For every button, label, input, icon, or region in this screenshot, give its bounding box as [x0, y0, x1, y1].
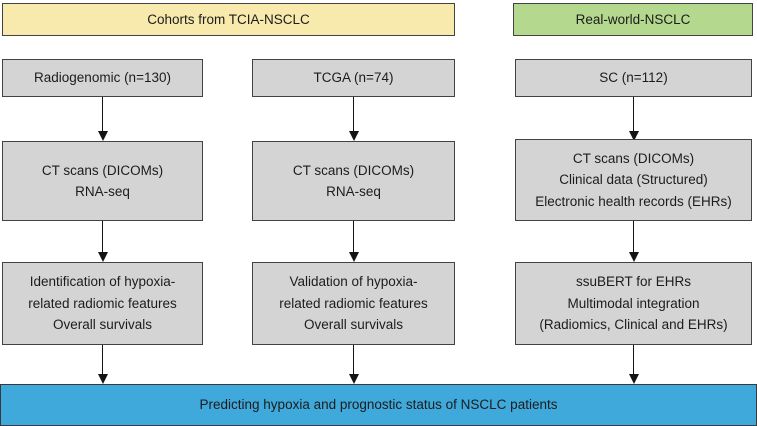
arrow-head [97, 374, 108, 384]
cohort-label: TCGA (n=74) [313, 70, 394, 86]
arrow-down-icon [628, 221, 639, 262]
header-real-world-nsclc: Real-world-NSCLC [513, 3, 753, 36]
analysis-line: related radiomic features [279, 295, 428, 311]
cohort-box-radiogenomic: Radiogenomic (n=130) [2, 59, 203, 97]
input-line: Clinical data (Structured) [559, 172, 708, 188]
arrow-shaft [353, 221, 355, 254]
cohort-label: SC (n=112) [599, 70, 668, 86]
arrow-down-icon [97, 345, 108, 384]
analysis-line: related radiomic features [28, 295, 177, 311]
arrow-shaft [633, 221, 635, 254]
arrow-down-icon [348, 345, 359, 384]
arrow-down-icon [628, 97, 639, 141]
arrow-head [348, 252, 359, 262]
inputs-box-tcga: CT scans (DICOMs) RNA-seq [252, 141, 455, 221]
arrow-head [628, 374, 639, 384]
inputs-box-radiogenomic: CT scans (DICOMs) RNA-seq [2, 141, 203, 221]
arrow-down-icon [348, 97, 359, 141]
arrow-shaft [353, 97, 355, 133]
arrow-down-icon [348, 221, 359, 262]
analysis-line: ssuBERT for EHRs [575, 274, 692, 290]
analysis-line: Identification of hypoxia- [29, 274, 176, 290]
analysis-box-tcga: Validation of hypoxia- related radiomic … [252, 262, 455, 345]
arrow-down-icon [97, 97, 108, 141]
analysis-line: (Radiomics, Clinical and EHRs) [539, 317, 728, 333]
analysis-box-radiogenomic: Identification of hypoxia- related radio… [2, 262, 203, 345]
analysis-box-sc: ssuBERT for EHRs Multimodal integration … [515, 262, 752, 345]
cohort-label: Radiogenomic (n=130) [34, 70, 171, 86]
arrow-shaft [633, 97, 635, 133]
arrow-head [628, 252, 639, 262]
header-real-world-label: Real-world-NSCLC [575, 11, 691, 27]
input-line: CT scans (DICOMs) [572, 150, 695, 166]
input-line: Electronic health records (EHRs) [535, 193, 732, 209]
input-line: CT scans (DICOMs) [41, 162, 164, 178]
arrow-shaft [353, 345, 355, 376]
arrow-head [97, 252, 108, 262]
input-line: RNA-seq [75, 184, 130, 199]
arrow-shaft [102, 221, 104, 254]
input-line: CT scans (DICOMs) [292, 162, 415, 178]
arrow-head [348, 374, 359, 384]
outcome-label: Predicting hypoxia and prognostic status… [199, 397, 558, 413]
header-tcia-label: Cohorts from TCIA-NSCLC [147, 11, 310, 27]
input-line: RNA-seq [326, 184, 381, 199]
header-tcia-nsclc: Cohorts from TCIA-NSCLC [2, 3, 455, 36]
outcome-banner: Predicting hypoxia and prognostic status… [0, 384, 757, 426]
cohort-box-sc: SC (n=112) [515, 59, 752, 97]
arrow-down-icon [628, 345, 639, 384]
arrow-head [97, 131, 108, 141]
analysis-line: Overall survivals [52, 317, 153, 333]
analysis-line: Overall survivals [303, 317, 404, 333]
arrow-shaft [102, 345, 104, 376]
analysis-line: Multimodal integration [567, 295, 700, 311]
inputs-box-sc: CT scans (DICOMs) Clinical data (Structu… [515, 139, 752, 221]
cohort-box-tcga: TCGA (n=74) [252, 59, 455, 97]
arrow-down-icon [97, 221, 108, 262]
arrow-head [628, 131, 639, 141]
arrow-head [348, 131, 359, 141]
analysis-line: Validation of hypoxia- [289, 274, 418, 290]
arrow-shaft [102, 97, 104, 133]
arrow-shaft [633, 345, 635, 376]
